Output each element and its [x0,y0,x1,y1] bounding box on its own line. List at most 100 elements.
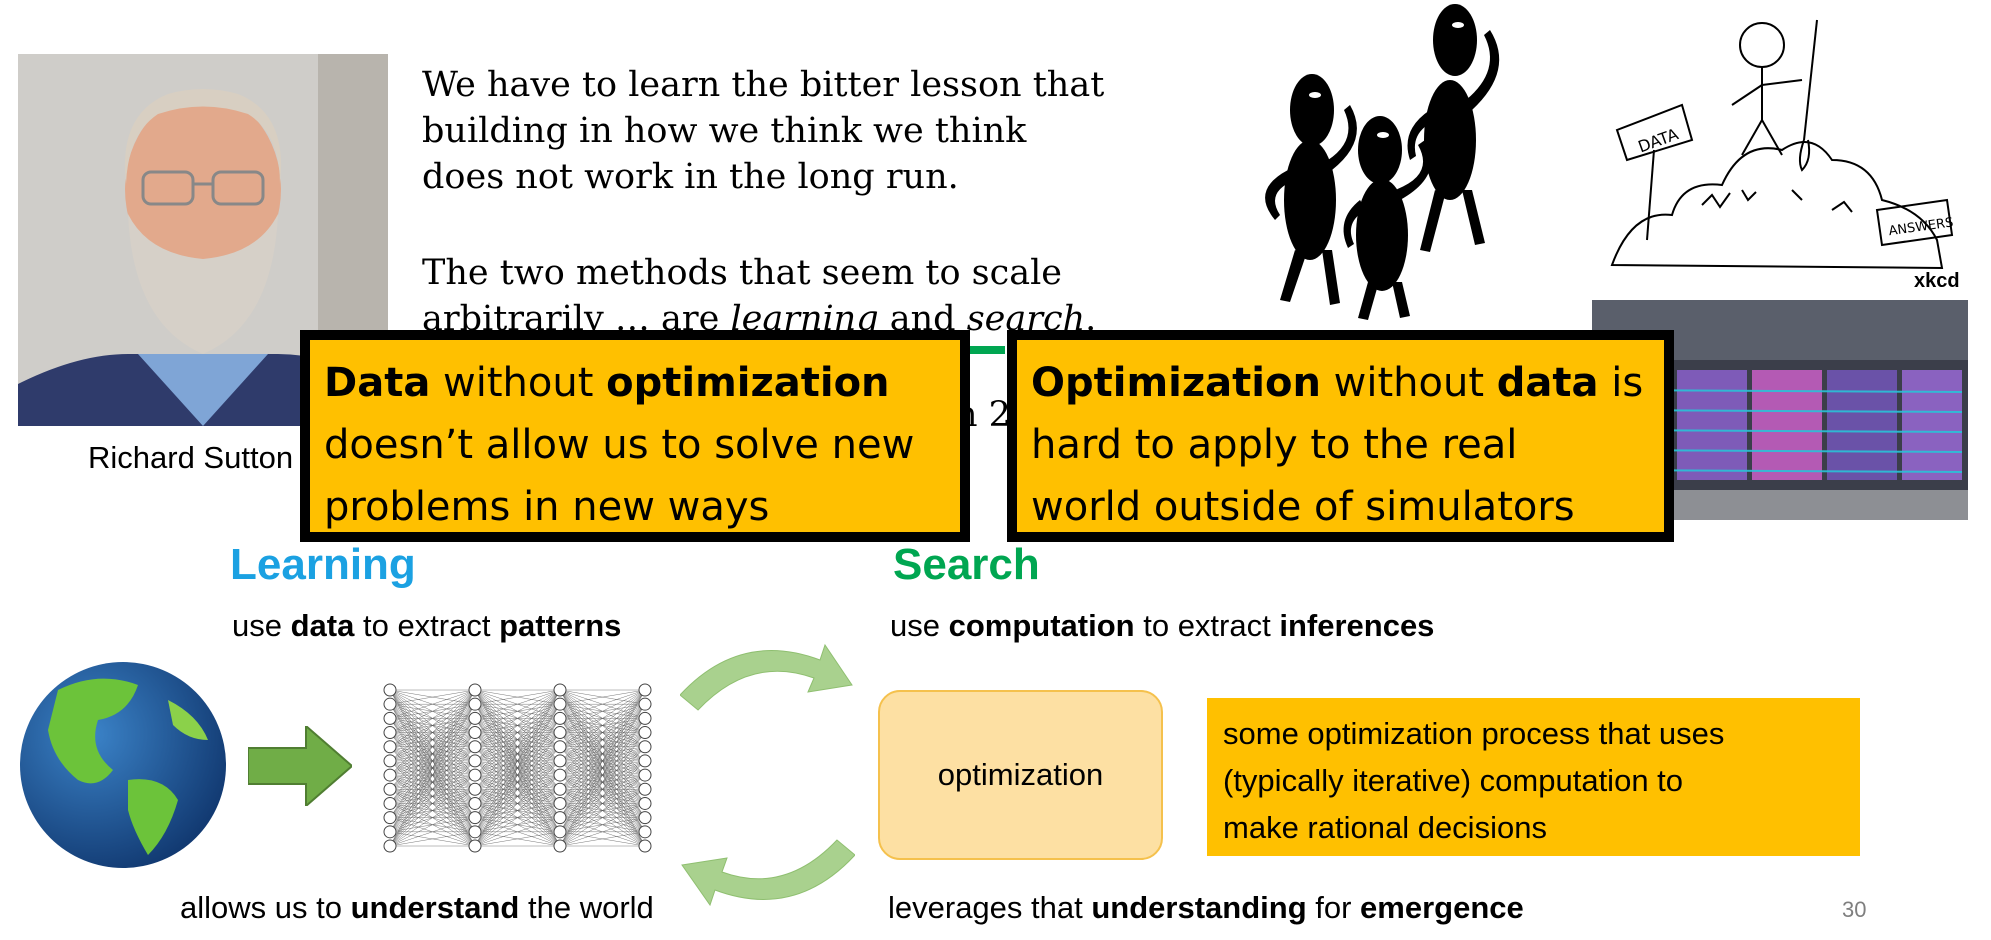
nn-edge [474,689,561,832]
leverage-description: leverages that understanding for emergen… [888,890,1524,926]
nn-edge [559,689,646,776]
nn-edge [389,689,476,832]
overlay-right-line-2: hard to apply to the real [1031,422,1518,468]
nn-edge [474,689,561,719]
globe-icon [18,660,228,870]
nn-edge [389,689,476,719]
nn-edge [474,704,561,847]
nn-edge [559,689,646,832]
nn-edge [559,704,646,847]
bold-text: emergence [1360,890,1524,925]
nn-edge [389,831,476,847]
text: the world [519,890,654,925]
speaker-photo [18,54,388,426]
optimization-without-data-box: Optimization without data is hard to app… [1007,330,1674,542]
nn-edge [559,803,646,847]
nn-edge [559,831,646,847]
nn-node [468,740,482,754]
data-sign-label: DATA [1636,124,1681,156]
nn-edge [559,689,646,705]
nn-edge [559,689,646,762]
nn-node [383,796,397,810]
nn-node [468,796,482,810]
search-heading: Search [893,540,1040,589]
nn-edge [474,689,561,762]
nn-edge [389,746,476,847]
overlay-left-line-2: doesn’t allow us to solve new [324,422,915,468]
nn-edge [389,689,476,847]
overlay-text: without [1320,360,1497,406]
nn-edge [474,760,561,847]
nn-node [553,839,567,853]
nn-node [468,811,482,825]
data-without-optimization-box: Data without optimization doesn’t allow … [300,330,970,542]
nn-edge [389,760,476,847]
nn-edge [559,689,646,818]
quote-line-4: The two methods that seem to scale [422,253,1062,293]
nn-node [383,711,397,725]
overlay-bold: Optimization [1031,360,1321,406]
nn-edge [474,732,561,847]
nn-node [638,825,652,839]
quote-line-3: does not work in the long run. [422,157,959,197]
nn-node [383,811,397,825]
nn-edge [474,789,561,847]
nn-edge [389,689,476,762]
nn-node [553,740,567,754]
nn-node [553,796,567,810]
nn-edge [389,704,476,847]
nn-edge [559,689,646,790]
nn-node [638,697,652,711]
speaker-name: Richard Sutton [88,440,294,475]
nn-edge [474,689,561,747]
nn-edge [474,689,561,847]
nn-edge [389,732,476,847]
nn-edge [389,718,476,847]
text: to extract [1134,608,1280,643]
page-number: 30 [1842,897,1867,922]
nn-edge [559,789,646,847]
nn-edge [389,689,476,804]
nn-edge [559,746,646,847]
bold-text: patterns [499,608,622,643]
overlay-bold: Data [324,360,431,406]
learning-description: use data to extract patterns [232,608,621,644]
neural-network-diagram [380,678,660,858]
nn-edge [559,760,646,847]
nn-edge [389,689,476,705]
nn-node [383,768,397,782]
overlay-bold: optimization [606,360,890,406]
nn-edge [559,689,646,747]
quote-text: . [1085,299,1097,339]
xkcd-label: xkcd [1914,270,1960,292]
nn-node [553,683,567,697]
quote-line-1: We have to learn the bitter lesson that [422,65,1105,105]
quote-line-2: building in how we think we think [422,111,1027,151]
nn-node [638,711,652,725]
xkcd-comic-image: DATA ANSWERS [1592,10,1972,280]
optimization-description-box: some optimization process that uses (typ… [1207,698,1860,856]
nn-edge [389,789,476,847]
nn-node [383,697,397,711]
nn-node [638,740,652,754]
nn-node [468,683,482,697]
nn-node [468,754,482,768]
bold-text: inferences [1279,608,1435,643]
nn-edge [474,774,561,847]
nn-edge [389,774,476,847]
overlay-right-line-3: world outside of simulators [1031,484,1575,530]
nn-edge [474,689,561,804]
overlay-left-line-3: problems in new ways [324,484,770,530]
nn-node [383,754,397,768]
nn-node [638,726,652,740]
nn-node [553,697,567,711]
bold-text: understand [350,890,520,925]
nn-edge [559,817,646,847]
nn-node [468,697,482,711]
text: use [232,608,291,643]
nn-node [553,754,567,768]
overlay-text: is [1598,360,1644,406]
right-arrow-icon [247,723,354,809]
nn-node [468,825,482,839]
nn-edge [559,718,646,847]
